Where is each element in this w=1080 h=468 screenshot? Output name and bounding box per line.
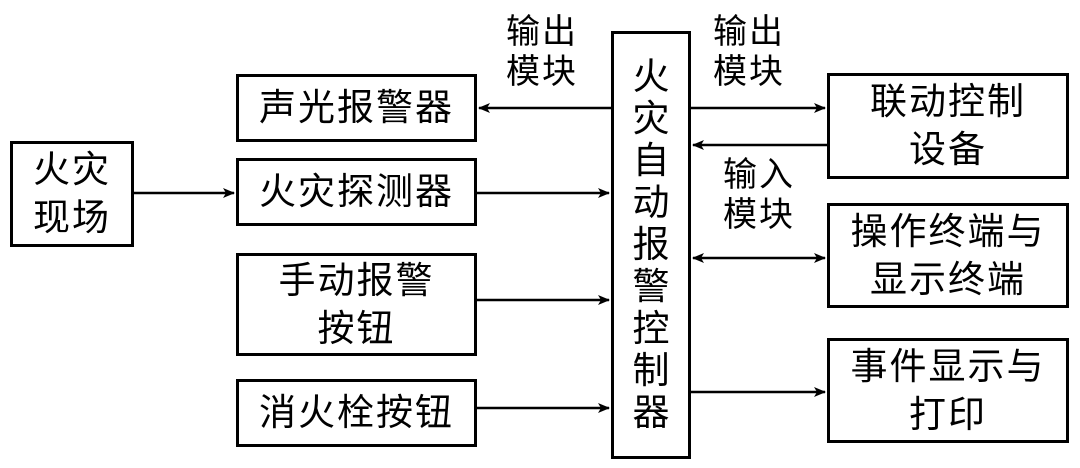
event-display-print-label: 事件显示与 打印	[850, 344, 1046, 436]
hydrant-button-box: 消火栓按钮	[236, 379, 477, 447]
operation-display-terminal-box: 操作终端与 显示终端	[827, 203, 1069, 308]
sound-light-alarm-label: 声光报警器	[259, 86, 454, 129]
fire-alarm-controller-label: 火 灾 自 动 报 警 控 制 器	[632, 55, 670, 434]
event-display-print-box: 事件显示与 打印	[827, 338, 1069, 443]
fire-scene-label: 火灾 现场	[33, 148, 111, 239]
sound-light-alarm-box: 声光报警器	[236, 74, 477, 142]
manual-alarm-button-box: 手动报警 按钮	[236, 253, 477, 356]
output-module-label-right: 输出 模块	[713, 12, 785, 92]
fire-alarm-controller-box: 火 灾 自 动 报 警 控 制 器	[611, 31, 691, 459]
manual-alarm-button-label: 手动报警 按钮	[278, 258, 435, 350]
operation-display-terminal-label: 操作终端与 显示终端	[850, 209, 1046, 301]
output-module-label-left: 输出 模块	[506, 12, 578, 92]
linkage-control-label: 联动控制 设备	[870, 80, 1026, 171]
fire-detector-box: 火灾探测器	[236, 158, 477, 226]
linkage-control-box: 联动控制 设备	[827, 73, 1069, 179]
fire-scene-box: 火灾 现场	[10, 141, 134, 247]
input-module-label: 输入 模块	[723, 155, 795, 235]
hydrant-button-label: 消火栓按钮	[259, 391, 454, 434]
fire-detector-label: 火灾探测器	[259, 170, 454, 213]
